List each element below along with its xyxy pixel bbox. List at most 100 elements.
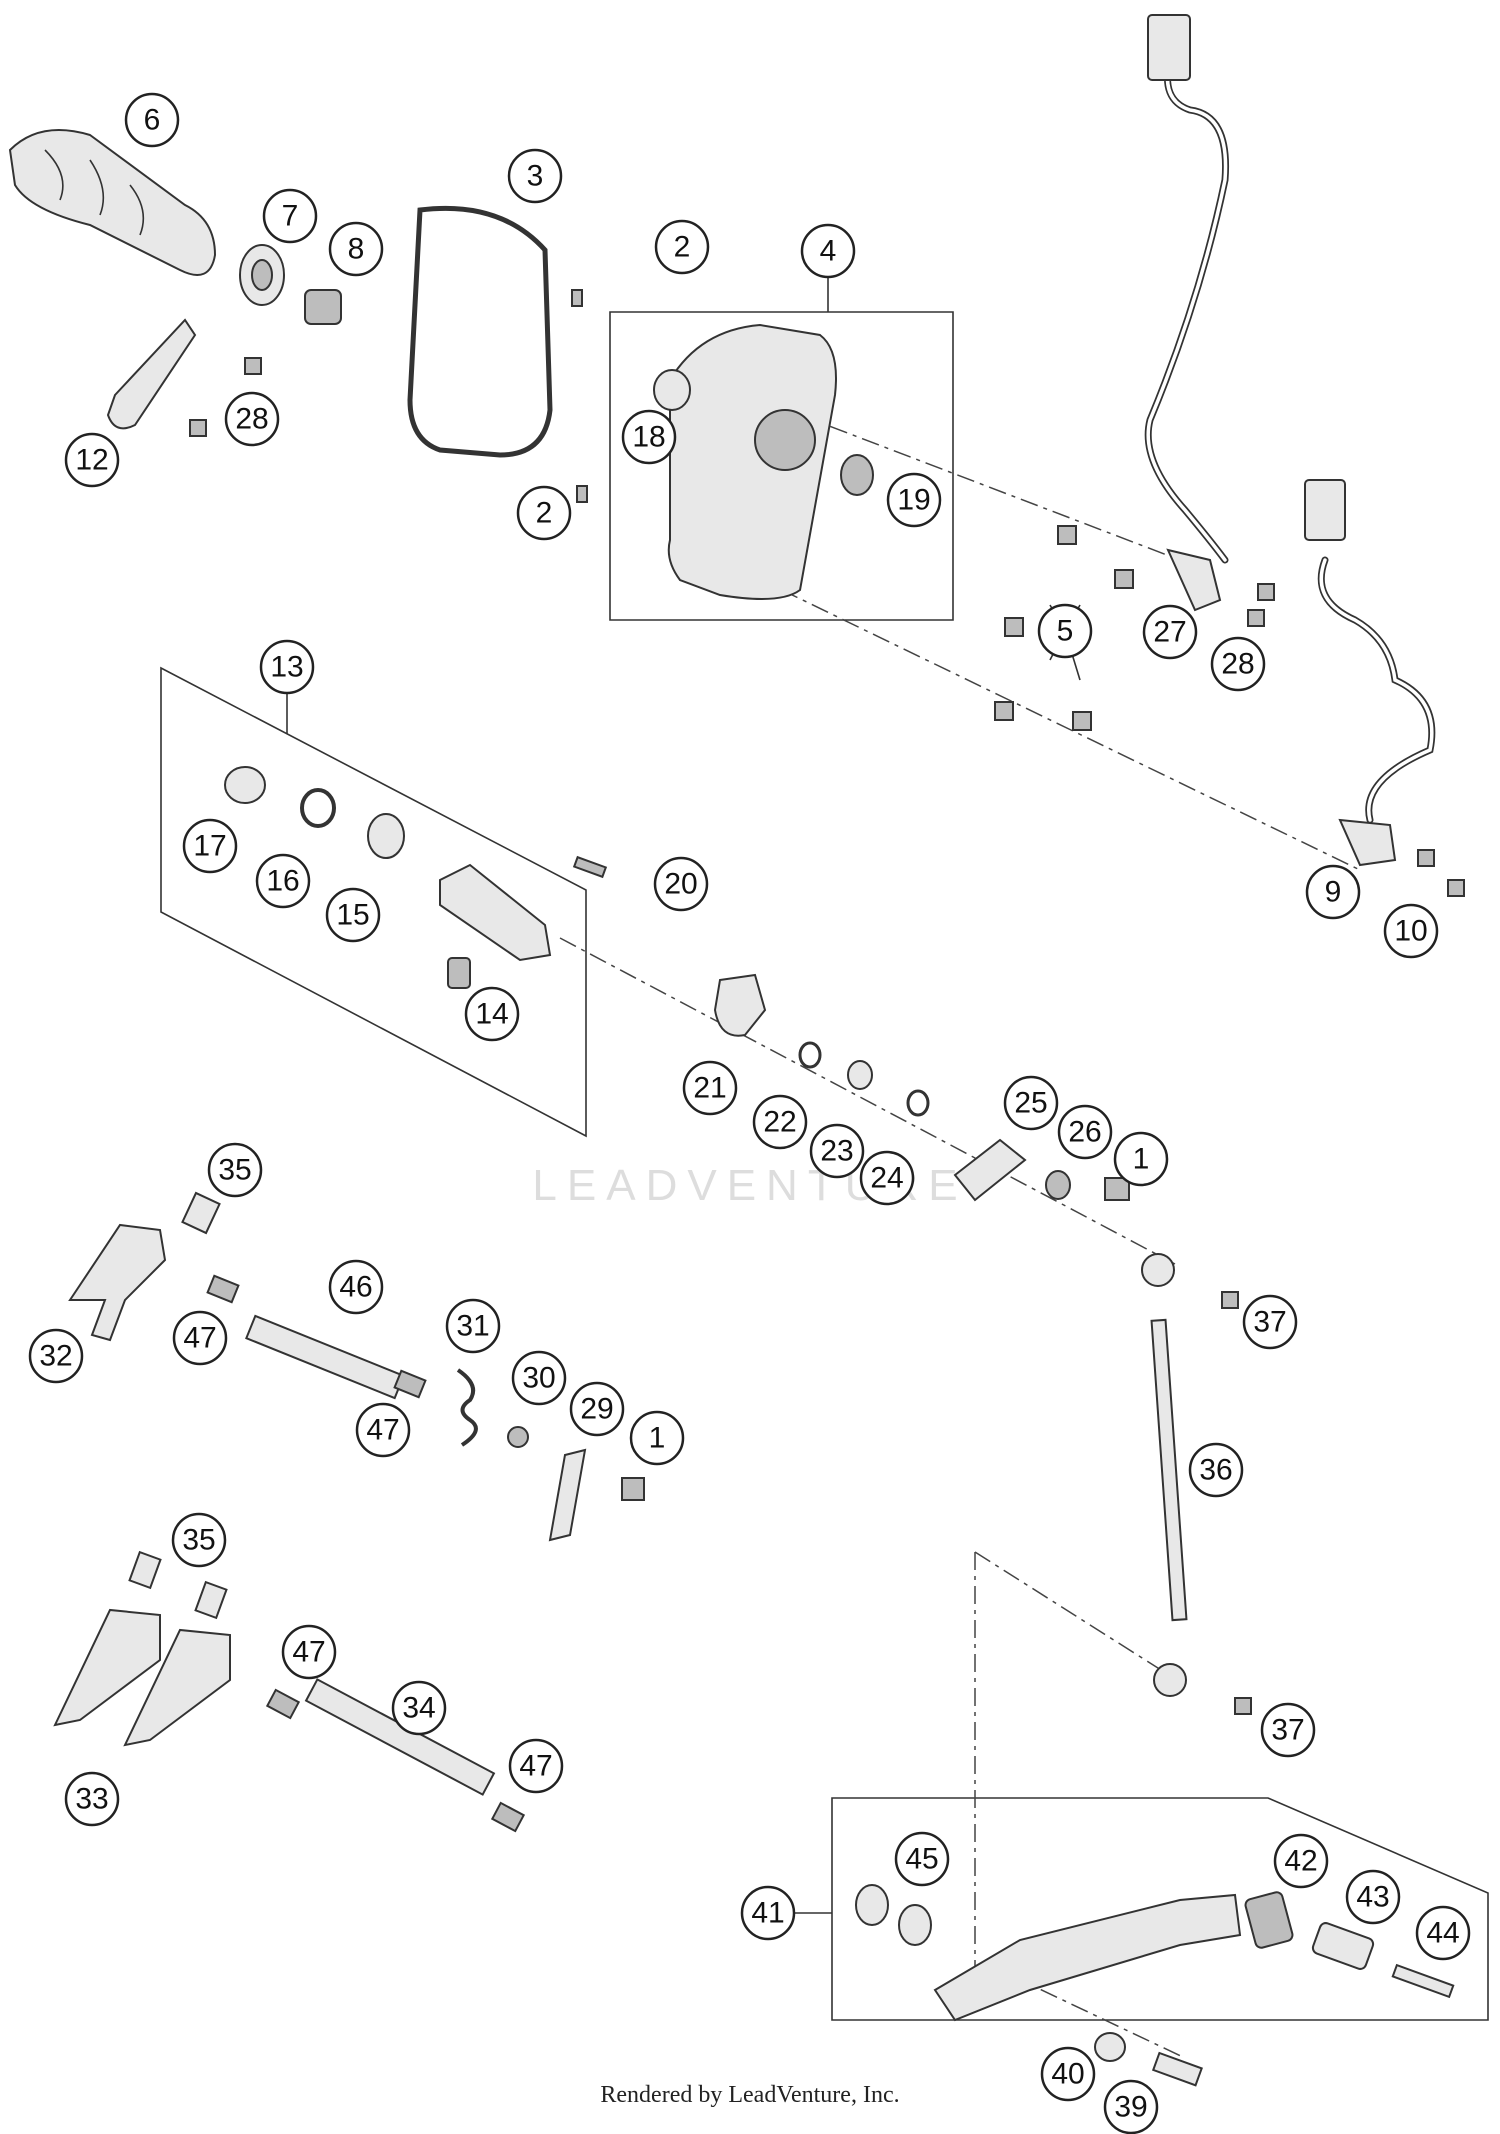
callout-label: 41 bbox=[751, 1897, 784, 1930]
callout-23: 23 bbox=[809, 1123, 865, 1179]
callout-47: 47 bbox=[281, 1624, 337, 1680]
callout-label: 4 bbox=[820, 235, 837, 268]
callout-label: 43 bbox=[1356, 1881, 1389, 1914]
callout-20: 20 bbox=[653, 856, 709, 912]
callout-label: 21 bbox=[693, 1072, 726, 1105]
callout-22: 22 bbox=[752, 1094, 808, 1150]
callout-label: 46 bbox=[339, 1271, 372, 1304]
callout-label: 13 bbox=[270, 651, 303, 684]
callout-label: 28 bbox=[1221, 648, 1254, 681]
callout-label: 44 bbox=[1426, 1917, 1459, 1950]
callout-label: 10 bbox=[1394, 915, 1427, 948]
callout-label: 31 bbox=[456, 1310, 489, 1343]
callout-label: 39 bbox=[1114, 2091, 1147, 2124]
seal-ring-part bbox=[239, 244, 285, 306]
sensor-part bbox=[304, 289, 342, 325]
callout-16: 16 bbox=[255, 853, 311, 909]
callout-label: 35 bbox=[218, 1154, 251, 1187]
callout-label: 2 bbox=[536, 497, 553, 530]
callout-28: 28 bbox=[224, 391, 280, 447]
callout-35: 35 bbox=[171, 1512, 227, 1568]
shift-shaft-assembly-part bbox=[224, 766, 608, 989]
callout-label: 47 bbox=[292, 1636, 325, 1669]
callout-label: 36 bbox=[1199, 1454, 1232, 1487]
callout-39: 39 bbox=[1103, 2079, 1159, 2134]
spring-31-part bbox=[456, 1368, 529, 1448]
callout-46: 46 bbox=[328, 1259, 384, 1315]
callout-45: 45 bbox=[894, 1831, 950, 1887]
callout-47: 47 bbox=[355, 1402, 411, 1458]
callout-label: 19 bbox=[897, 484, 930, 517]
bolts-part bbox=[994, 525, 1134, 731]
callout-label: 28 bbox=[235, 403, 268, 436]
gear-cover-part bbox=[571, 289, 874, 600]
callout-label: 25 bbox=[1014, 1087, 1047, 1120]
callout-label: 45 bbox=[905, 1843, 938, 1876]
callout-3: 3 bbox=[507, 148, 563, 204]
callout-label: 1 bbox=[649, 1422, 666, 1455]
callout-label: 37 bbox=[1271, 1714, 1304, 1747]
callout-24: 24 bbox=[859, 1150, 915, 1206]
shift-lever-21-part bbox=[713, 973, 767, 1037]
sensor-9-part bbox=[1338, 818, 1465, 897]
callout-15: 15 bbox=[325, 887, 381, 943]
callout-label: 27 bbox=[1153, 616, 1186, 649]
fork-rod-34-part bbox=[265, 1678, 526, 1833]
callout-label: 34 bbox=[402, 1692, 435, 1725]
callout-28: 28 bbox=[1210, 636, 1266, 692]
callout-label: 35 bbox=[182, 1524, 215, 1557]
washers-22-24-part bbox=[798, 1041, 930, 1117]
callout-label: 9 bbox=[1325, 876, 1342, 909]
shift-linkage-36-part bbox=[1141, 1253, 1252, 1715]
shift-arm-25-part bbox=[953, 1138, 1130, 1202]
callout-17: 17 bbox=[182, 818, 238, 874]
callout-label: 1 bbox=[1133, 1143, 1150, 1176]
callout-37: 37 bbox=[1260, 1702, 1316, 1758]
callout-31: 31 bbox=[445, 1298, 501, 1354]
callout-label: 14 bbox=[475, 998, 508, 1031]
callout-34: 34 bbox=[391, 1680, 447, 1736]
callout-25: 25 bbox=[1003, 1075, 1059, 1131]
shift-fork-33-part bbox=[53, 1550, 231, 1747]
callout-label: 24 bbox=[870, 1162, 903, 1195]
callout-label: 5 bbox=[1057, 615, 1074, 648]
callout-6: 6 bbox=[124, 92, 180, 148]
callout-30: 30 bbox=[511, 1350, 567, 1406]
lever-29-part bbox=[548, 1448, 645, 1542]
callout-label: 29 bbox=[580, 1393, 613, 1426]
callout-label: 16 bbox=[266, 865, 299, 898]
callout-42: 42 bbox=[1273, 1833, 1329, 1889]
callout-label: 20 bbox=[664, 868, 697, 901]
callout-2: 2 bbox=[654, 219, 710, 275]
callout-35: 35 bbox=[207, 1142, 263, 1198]
callout-32: 32 bbox=[28, 1328, 84, 1384]
callout-label: 33 bbox=[75, 1783, 108, 1816]
callout-41: 41 bbox=[740, 1885, 796, 1941]
callout-5: 5 bbox=[1037, 603, 1093, 659]
group-box-13 bbox=[160, 666, 587, 1138]
bracket-part bbox=[106, 318, 262, 437]
sensor-27-part bbox=[1166, 548, 1275, 627]
callout-37: 37 bbox=[1242, 1294, 1298, 1350]
callout-label: 22 bbox=[763, 1106, 796, 1139]
callout-13: 13 bbox=[259, 639, 315, 695]
callout-label: 40 bbox=[1051, 2058, 1084, 2091]
callout-label: 30 bbox=[522, 1362, 555, 1395]
callout-40: 40 bbox=[1040, 2046, 1096, 2102]
callout-27: 27 bbox=[1142, 604, 1198, 660]
callout-12: 12 bbox=[64, 432, 120, 488]
callout-47: 47 bbox=[508, 1738, 564, 1794]
callout-18: 18 bbox=[621, 409, 677, 465]
callout-label: 47 bbox=[519, 1750, 552, 1783]
callout-29: 29 bbox=[569, 1381, 625, 1437]
callout-7: 7 bbox=[262, 188, 318, 244]
callout-33: 33 bbox=[64, 1771, 120, 1827]
rendered-by-credit: Rendered by LeadVenture, Inc. bbox=[600, 2082, 900, 2108]
callout-1: 1 bbox=[1113, 1131, 1169, 1187]
callout-label: 37 bbox=[1253, 1306, 1286, 1339]
callout-2: 2 bbox=[516, 485, 572, 541]
shift-drum-part bbox=[8, 129, 217, 276]
callout-label: 12 bbox=[75, 444, 108, 477]
callout-26: 26 bbox=[1057, 1104, 1113, 1160]
